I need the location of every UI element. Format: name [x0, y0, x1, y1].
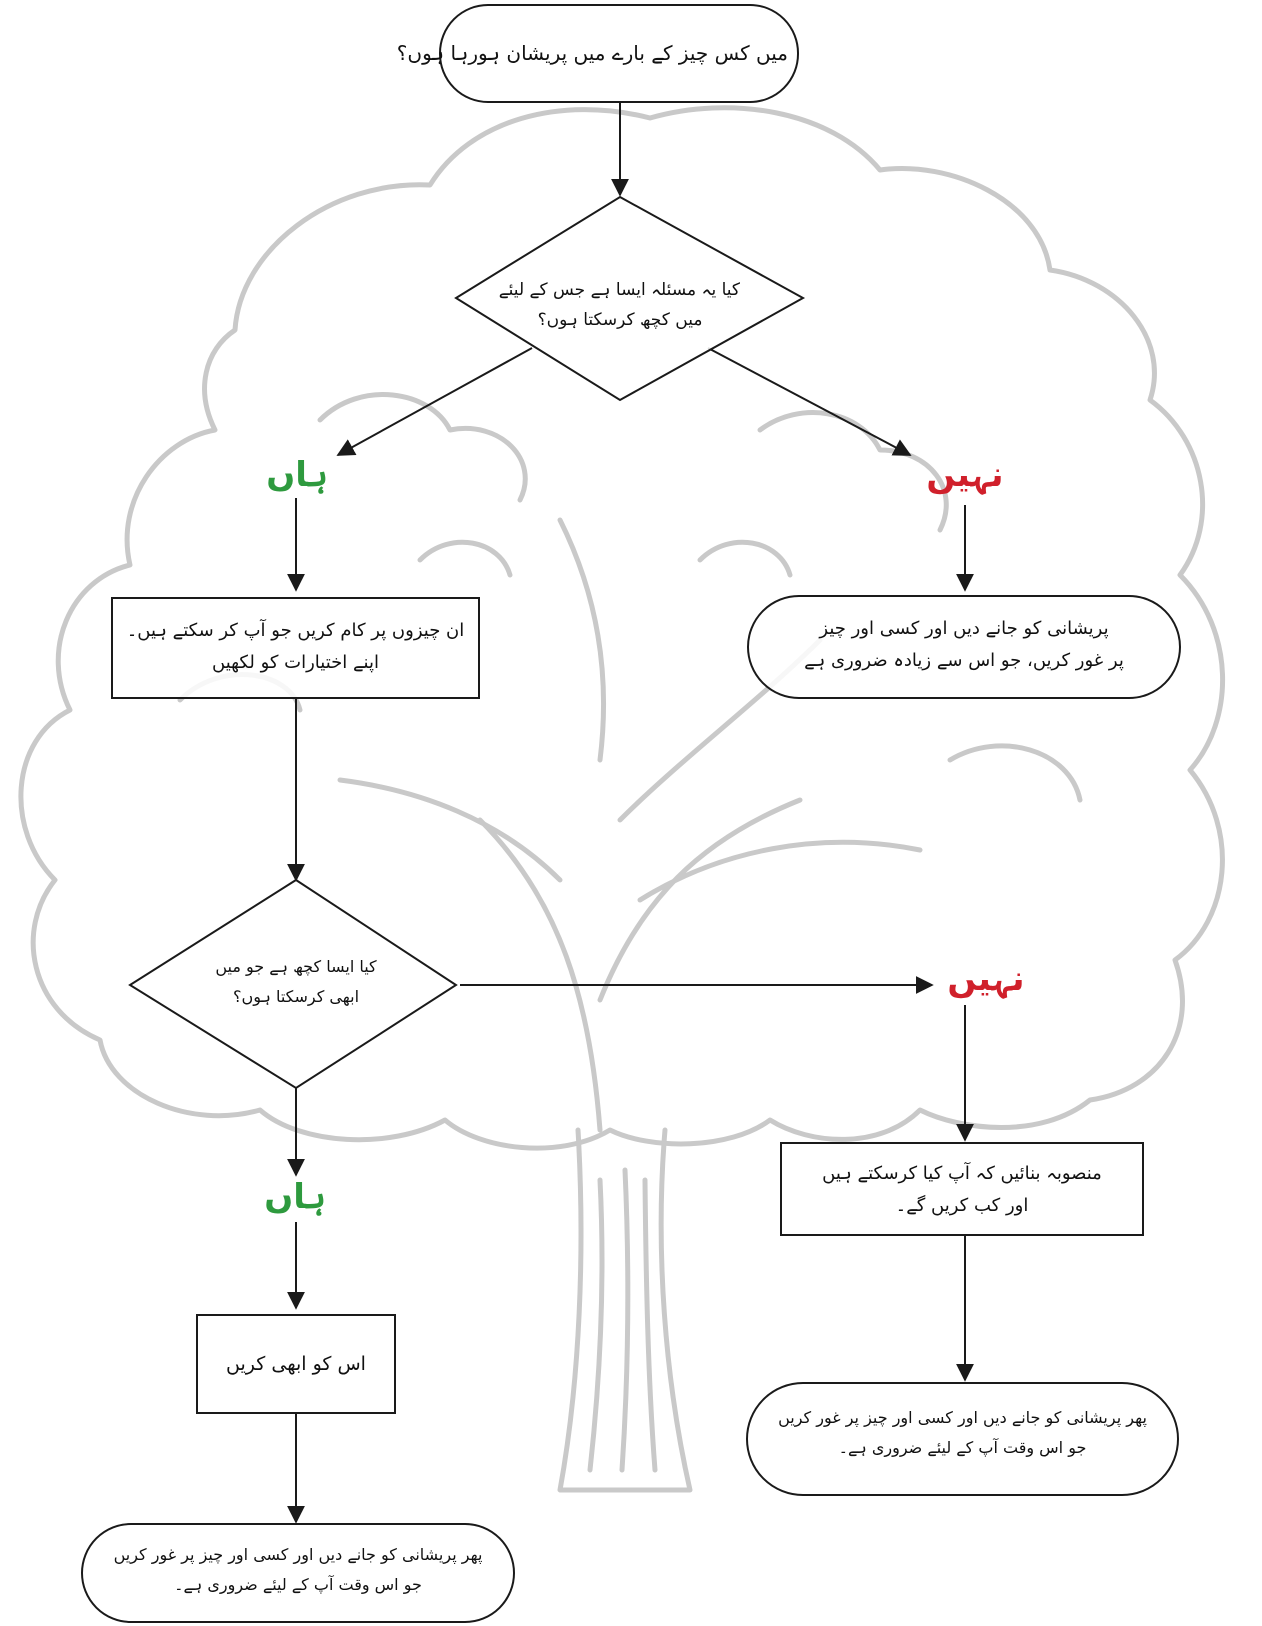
- letgo3-node: پھر پریشانی کو جانے دیں اور کسی اور چیز …: [100, 1540, 496, 1599]
- letgo1-shape: [747, 595, 1181, 699]
- letgo3-line2: جو اس وقت آپ کے لیئے ضروری ہے۔: [174, 1574, 422, 1594]
- letgo3-line1: پھر پریشانی کو جانے دیں اور کسی اور چیز …: [113, 1545, 483, 1564]
- action1-shape: [111, 597, 480, 699]
- decision2-line1: کیا ایسا کچھ ہے جو میں: [215, 957, 377, 976]
- node-shapes: [81, 4, 1181, 1623]
- plan-line1: منصوبہ بنائیں کہ آپ کیا کرسکتے ہیں: [822, 1163, 1102, 1184]
- decision1-node: کیا یہ مسئلہ ایسا ہے جس کے لیئے میں کچھ …: [498, 276, 740, 336]
- yes1-label: ہاں: [266, 455, 328, 495]
- no2-label: نہیں: [947, 959, 1025, 999]
- start-node-shape: [439, 4, 799, 103]
- no1-label: نہیں: [926, 455, 1004, 495]
- letgo2-line2: جو اس وقت آپ کے لیئے ضروری ہے۔: [838, 1437, 1087, 1457]
- tree-trunk-lines: [587, 1167, 658, 1473]
- decision2-shape: [128, 878, 458, 1090]
- letgo1-line2: پر غور کریں، جو اس سے زیادہ ضروری ہے: [804, 649, 1124, 671]
- letgo2-node: پھر پریشانی کو جانے دیں اور کسی اور چیز …: [765, 1403, 1160, 1462]
- plan-shape: [780, 1142, 1144, 1236]
- decision2-node: کیا ایسا کچھ ہے جو میں ابھی کرسکتا ہوں؟: [196, 952, 396, 1011]
- action1-line1: ان چیزوں پر کام کریں جو آپ کر سکتے ہیں۔: [126, 620, 465, 641]
- donow-text: اس کو ابھی کریں: [226, 1353, 366, 1375]
- letgo2-line1: پھر پریشانی کو جانے دیں اور کسی اور چیز …: [778, 1408, 1147, 1427]
- plan-node: منصوبہ بنائیں کہ آپ کیا کرسکتے ہیں اور ک…: [791, 1158, 1133, 1221]
- tree-trunk: [557, 1127, 693, 1493]
- decision1-line2: میں کچھ کرسکتا ہوں؟: [537, 309, 703, 330]
- letgo2-shape: [746, 1382, 1179, 1496]
- tree-branches: [337, 517, 923, 1133]
- decision1-line1: کیا یہ مسئلہ ایسا ہے جس کے لیئے: [498, 280, 740, 300]
- action1-line2: اپنے اختیارات کو لکھیں: [212, 651, 379, 673]
- letgo1-line1: پریشانی کو جانے دیں اور کسی اور چیز: [819, 618, 1109, 639]
- start-node: میں کس چیز کے بارے میں پریشان ہورہا ہوں؟: [396, 38, 788, 69]
- decision2-line2: ابھی کرسکتا ہوں؟: [232, 986, 360, 1006]
- action1-node: ان چیزوں پر کام کریں جو آپ کر سکتے ہیں۔ …: [122, 615, 469, 678]
- arrow-decision1-to-yes1: [336, 347, 533, 456]
- donow-shape: [196, 1314, 396, 1414]
- arrow-decision1-to-no1: [707, 347, 912, 456]
- letgo3-shape: [81, 1523, 515, 1623]
- connectors: [287, 103, 974, 1524]
- donow-node: اس کو ابھی کریں: [207, 1350, 385, 1379]
- plan-line2: اور کب کریں گے۔: [895, 1194, 1029, 1216]
- letgo1-node: پریشانی کو جانے دیں اور کسی اور چیز پر غ…: [770, 613, 1158, 676]
- yes2-label: ہاں: [264, 1177, 326, 1217]
- start-node-text: میں کس چیز کے بارے میں پریشان ہورہا ہوں؟: [396, 41, 788, 65]
- tree-canopy-outline: [18, 105, 1225, 1151]
- decision1-shape: [454, 195, 806, 402]
